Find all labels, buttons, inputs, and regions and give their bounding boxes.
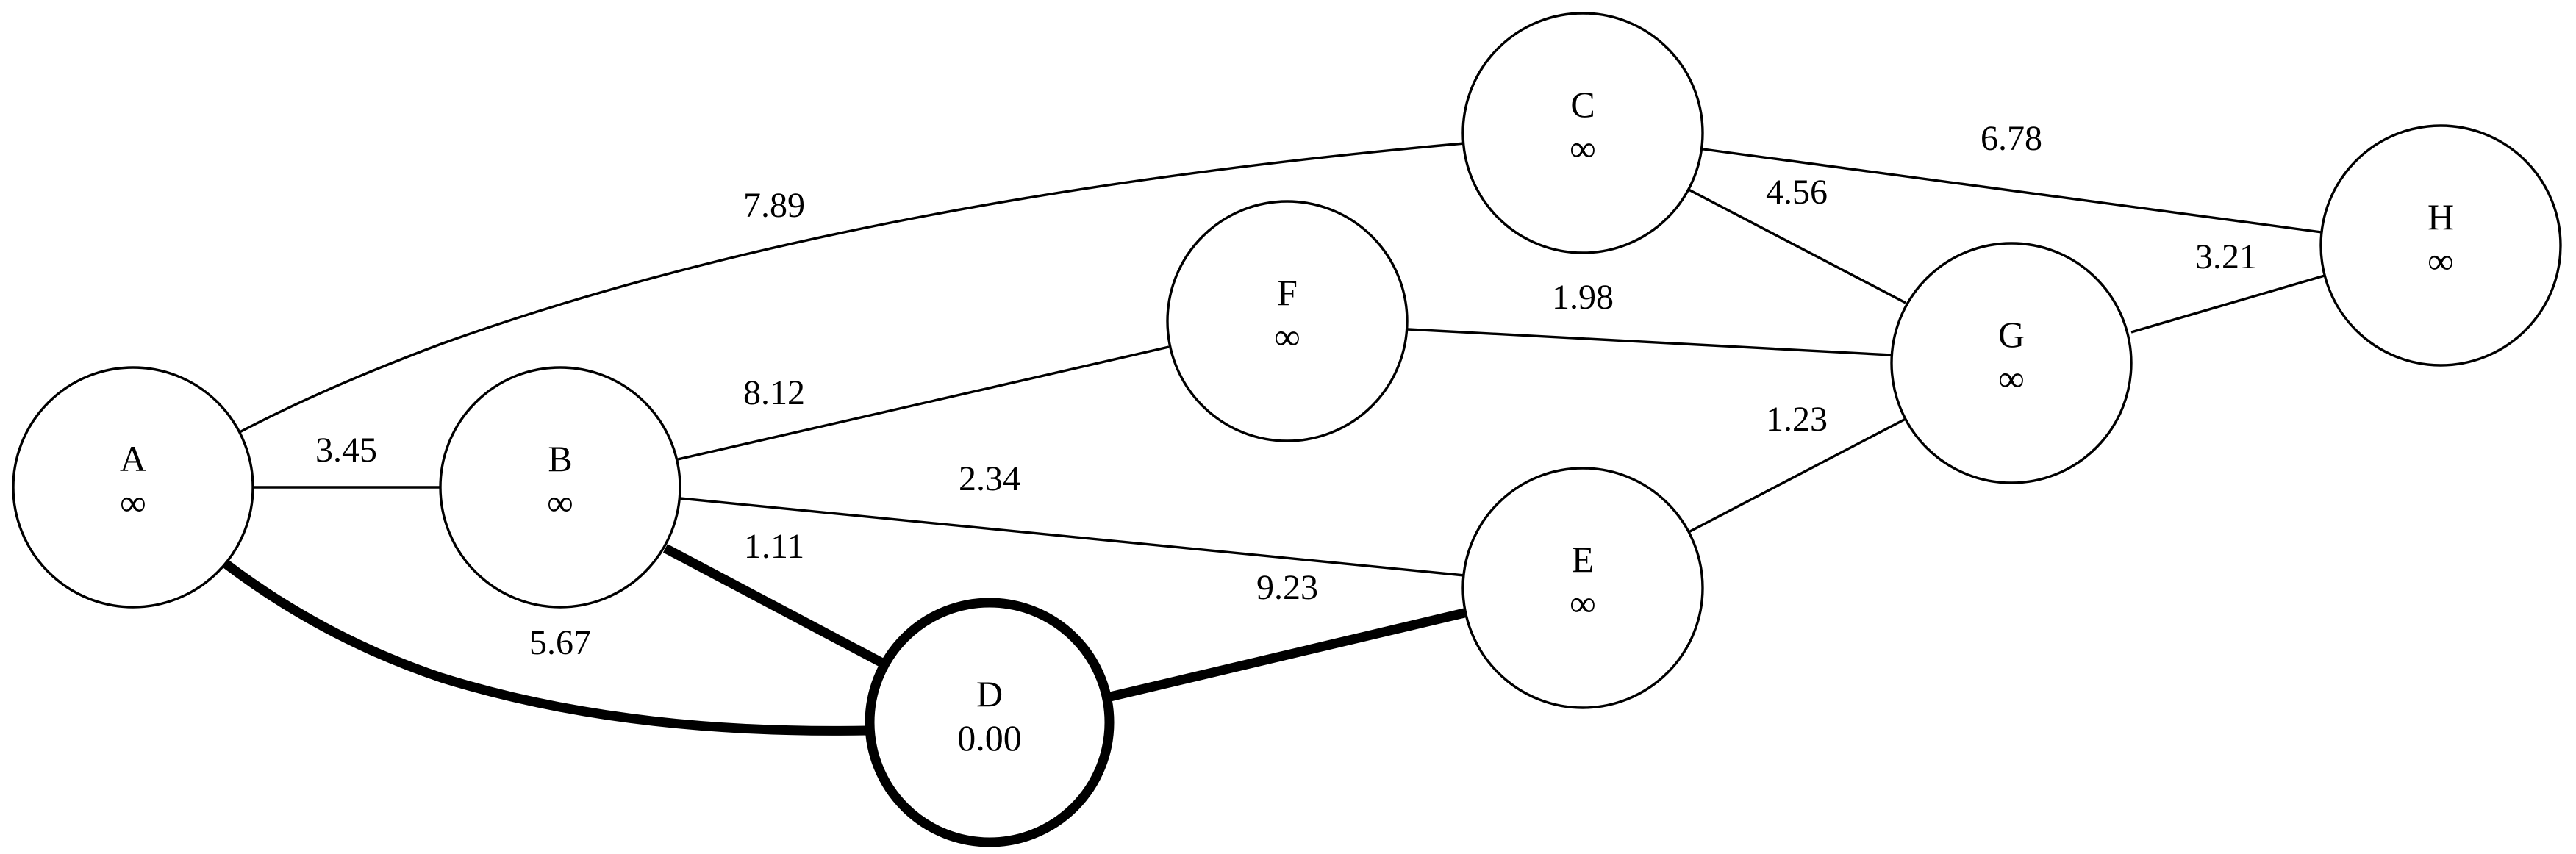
node-distance-h: ∞ (2427, 240, 2454, 281)
edge-weight-c-h: 6.78 (1981, 119, 2042, 158)
node-circle-h (2319, 124, 2562, 367)
node-distance-e: ∞ (1570, 583, 1596, 624)
edge-weight-e-g: 1.23 (1766, 400, 1828, 439)
node-a: A∞ (12, 366, 254, 609)
node-h: H∞ (2319, 124, 2562, 367)
node-distance-b: ∞ (547, 482, 573, 523)
node-circle-a (12, 366, 254, 609)
node-circle-d (865, 598, 1115, 847)
edge-b-d (662, 544, 887, 668)
node-b: B∞ (439, 366, 681, 609)
node-name-c: C (1570, 84, 1595, 125)
node-name-g: G (1998, 314, 2025, 355)
node-name-h: H (2427, 196, 2454, 237)
edge-weight-b-d: 1.11 (744, 527, 804, 566)
edge-weight-a-b: 3.45 (315, 431, 377, 470)
node-name-d: D (976, 673, 1003, 714)
edge-weight-a-c: 7.89 (743, 186, 805, 225)
edge-g-h (2130, 274, 2325, 334)
node-name-a: A (120, 438, 146, 479)
edge-a-d (223, 559, 868, 736)
node-g: G∞ (1890, 242, 2133, 484)
edges-layer (223, 142, 2325, 736)
node-d: D0.00 (865, 598, 1115, 847)
edge-labels-layer: 3.45 7.89 5.67 8.12 2.34 1.11 9.23 6.78 4.56 1.98… (315, 119, 2257, 662)
edge-weight-b-e: 2.34 (959, 459, 1020, 498)
node-f: F∞ (1166, 200, 1409, 442)
node-distance-c: ∞ (1570, 128, 1596, 169)
edge-b-e (679, 497, 1465, 577)
node-distance-f: ∞ (1274, 316, 1300, 357)
edge-e-g (1688, 417, 1906, 534)
nodes-layer: A∞B∞C∞D0.00E∞F∞G∞H∞ (12, 12, 2562, 847)
node-name-e: E (1572, 539, 1595, 580)
edge-weight-b-f: 8.12 (743, 373, 805, 412)
node-distance-a: ∞ (120, 482, 146, 523)
edge-weight-d-e: 9.23 (1256, 568, 1318, 607)
edge-f-g (1407, 328, 1892, 356)
edge-weight-c-g: 4.56 (1766, 173, 1828, 212)
edge-c-h (1703, 148, 2322, 234)
edge-c-g (1688, 188, 1906, 304)
node-circle-f (1166, 200, 1409, 442)
node-circle-c (1461, 12, 1704, 254)
node-distance-d: 0.00 (957, 717, 1022, 758)
node-name-f: F (1277, 272, 1298, 313)
edge-weight-a-d: 5.67 (529, 623, 591, 662)
edge-weight-g-h: 3.21 (2195, 237, 2257, 276)
node-circle-g (1890, 242, 2133, 484)
node-e: E∞ (1461, 467, 1704, 709)
edge-d-e (1109, 608, 1466, 702)
node-circle-b (439, 366, 681, 609)
node-distance-g: ∞ (1998, 358, 2025, 399)
node-circle-e (1461, 467, 1704, 709)
edge-a-c (239, 142, 1465, 434)
node-c: C∞ (1461, 12, 1704, 254)
edge-b-f (677, 345, 1170, 461)
node-name-b: B (548, 438, 572, 479)
edge-weight-f-g: 1.98 (1552, 278, 1614, 317)
